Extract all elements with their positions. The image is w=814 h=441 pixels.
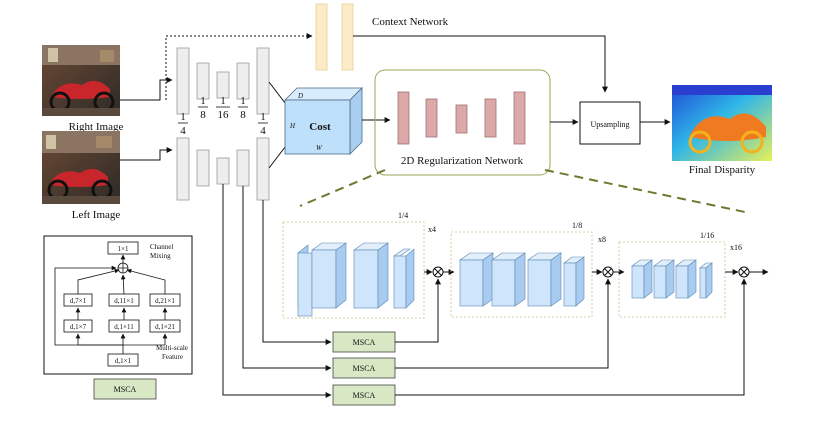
svg-text:d,21×1: d,21×1 [155,297,175,305]
feature-to-msca-1 [262,200,332,345]
legend-msca-label: MSCA [114,385,137,394]
feature-extractor-top [176,47,270,115]
regularization-label: 2D Regularization Network [401,155,524,167]
msca-3-to-node [395,278,747,396]
stage-3-repeat: x16 [730,243,742,252]
right-image [42,45,120,116]
feature-to-msca-2 [242,186,332,371]
svg-text:1: 1 [200,95,206,107]
feature-extractor-bottom [176,137,270,201]
context-network [315,3,354,71]
svg-text:1: 1 [240,95,246,107]
scale-fraction-3: 1 16 [216,95,230,121]
svg-text:d,11×1: d,11×1 [114,297,134,305]
svg-text:d,1×21: d,1×21 [155,323,175,331]
stage-1-box [282,221,425,319]
svg-text:d,1×11: d,1×11 [114,323,134,331]
stage-2-box [450,231,593,318]
left-to-extractor-arrow [120,147,173,161]
cost-volume [284,87,363,155]
upsampling-label: Upsampling [590,120,629,129]
cost-dim-h: H [289,122,296,130]
stage-3-scale: 1/16 [700,231,714,240]
stage-1-scale: 1/4 [398,211,408,220]
zoom-line-right [544,169,746,213]
scale-fraction-4: 1 8 [238,95,248,121]
feature-to-msca-3 [222,184,332,398]
legend-row-1: d,7×1 d,11×1 d,21×1 [63,293,181,307]
stage-1-blocks [297,242,415,317]
legend-top-note-1: Channel [150,243,173,251]
svg-text:d,7×1: d,7×1 [70,297,87,305]
legend-row-2: d,1×7 d,1×11 d,1×21 [63,319,181,333]
svg-text:4: 4 [260,125,266,137]
stage-2-repeat: x8 [598,235,606,244]
stage-3-blocks [631,259,713,299]
stage-2-scale: 1/8 [572,221,582,230]
right-image-label: Right Image [69,121,124,133]
cost-label: Cost [309,121,331,133]
svg-text:1: 1 [260,111,266,123]
legend-bottom-note-1: Multi-scale [156,344,188,352]
svg-text:1: 1 [220,95,226,107]
msca-module-1-label: MSCA [353,338,376,347]
svg-text:d,1×7: d,1×7 [70,323,87,331]
scale-fraction-5: 1 4 [258,111,268,137]
context-network-label: Context Network [372,16,449,28]
svg-text:8: 8 [240,109,246,121]
final-disparity-image [672,85,772,161]
stage-3-box [618,241,726,318]
upsampling-box [579,101,641,145]
legend-connectors [54,265,168,354]
msca-2-to-node [395,278,611,369]
final-disparity-label: Final Disparity [689,164,756,176]
cost-dim-w: W [316,144,323,152]
context-input-arrow [165,33,313,100]
stage-1-repeat: x4 [428,225,436,234]
right-to-extractor-arrow [120,77,173,101]
scale-fraction-1: 1 4 [178,111,188,137]
svg-text:4: 4 [180,125,186,137]
context-to-upsampling-arrow [353,35,608,93]
legend-top-box-label: 1×1 [118,245,129,253]
left-image-label: Left Image [72,209,121,221]
scale-fraction-2: 1 8 [198,95,208,121]
left-image [42,131,120,204]
legend-bottom-note-2: Feature [162,353,183,361]
svg-text:1: 1 [180,111,186,123]
zoom-line-left [299,169,386,207]
legend-top-note-2: Mixing [150,252,171,260]
svg-text:16: 16 [218,109,230,121]
msca-1-to-node [395,278,441,343]
cost-dim-d: D [297,92,303,100]
msca-module-3-label: MSCA [353,391,376,400]
legend-channel-mixing-box [107,241,139,255]
legend-bottom-box-label: d,1×1 [115,357,132,365]
svg-text:8: 8 [200,109,206,121]
msca-legend-box [43,235,193,375]
regularization-layers [397,91,526,145]
stage-2-blocks [459,252,585,307]
msca-module-2-label: MSCA [353,364,376,373]
legend-msca-swatch [93,378,157,400]
